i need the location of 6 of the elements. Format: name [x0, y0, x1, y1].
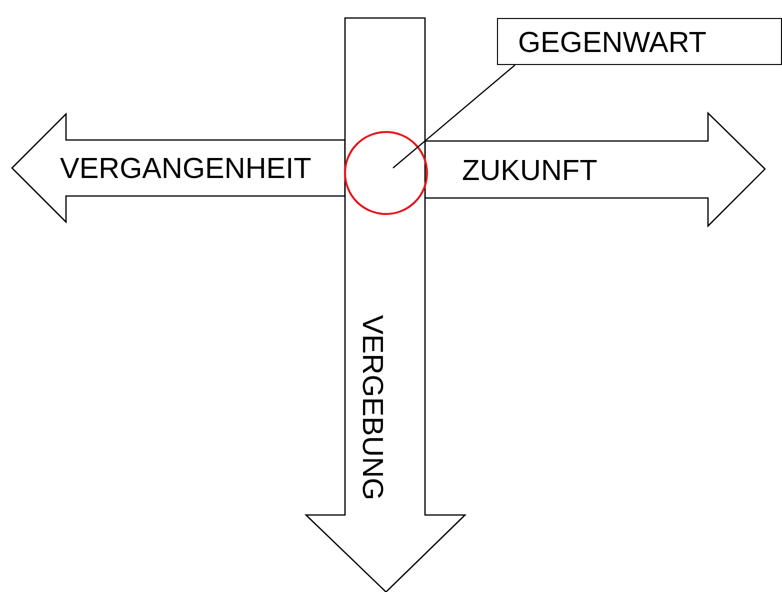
- arrow-label: VERGANGENHEIT: [60, 155, 312, 184]
- callout-label: GEGENWART: [497, 18, 782, 65]
- block-arrow: [12, 114, 345, 222]
- arrow-label: ZUKUNFT: [462, 157, 598, 186]
- block-arrow: [425, 113, 765, 226]
- arrow-label: VERGEBUNG: [357, 315, 386, 500]
